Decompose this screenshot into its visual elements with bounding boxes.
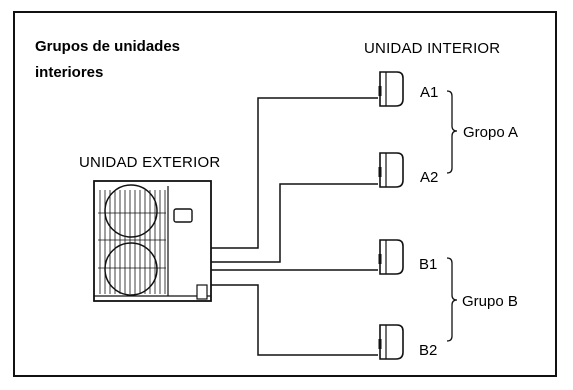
refrigerant-piping bbox=[211, 97, 378, 356]
indoor-unit-a1-label: A1 bbox=[420, 84, 439, 101]
indoor-unit-b2 bbox=[378, 324, 404, 360]
group-b-bracket bbox=[446, 257, 458, 342]
outdoor-unit-label: UNIDAD EXTERIOR bbox=[79, 154, 221, 171]
indoor-unit-b2-label: B2 bbox=[419, 342, 438, 359]
indoor-unit-a2-label: A2 bbox=[420, 169, 439, 186]
group-b-label: Grupo B bbox=[462, 293, 518, 310]
indoor-unit-label: UNIDAD INTERIOR bbox=[364, 40, 501, 57]
diagram-title-line1: Grupos de unidades bbox=[35, 38, 181, 55]
indoor-unit-a2 bbox=[378, 152, 404, 188]
indoor-unit-b1 bbox=[378, 239, 404, 275]
group-a-bracket bbox=[446, 90, 458, 174]
diagram-title-line2: interiores bbox=[35, 64, 104, 81]
outdoor-unit bbox=[93, 180, 212, 302]
indoor-unit-a1 bbox=[378, 71, 404, 107]
group-a-label: Gropo A bbox=[463, 124, 519, 141]
diagram-frame bbox=[13, 11, 557, 377]
indoor-unit-b1-label: B1 bbox=[419, 256, 438, 273]
